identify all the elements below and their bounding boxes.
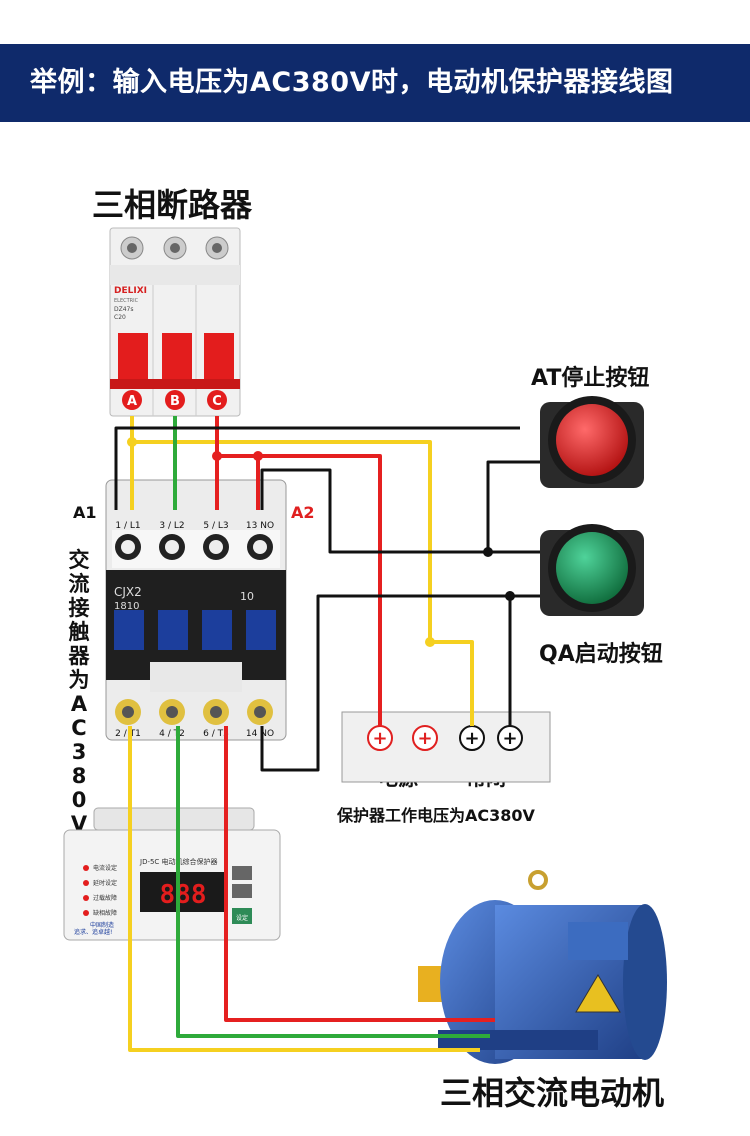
title-banner: 举例：输入电压为AC380V时，电动机保护器接线图 bbox=[0, 44, 750, 122]
terminal-l2: 3 / L2 bbox=[159, 521, 184, 531]
indicator-current: 电流设定 bbox=[93, 864, 117, 872]
phase-a: A bbox=[127, 394, 137, 409]
indicator-delay: 延时设定 bbox=[93, 879, 117, 887]
phase-c: C bbox=[212, 394, 222, 409]
terminal-14no: 14 NO bbox=[246, 729, 274, 739]
stop-button bbox=[540, 396, 644, 488]
protector-brand: 中国制造 bbox=[90, 921, 114, 929]
protector-slogan: 追求、追卓越! bbox=[74, 928, 112, 936]
breaker-toggle-switches bbox=[118, 333, 234, 379]
terminal-t3: 6 / T3 bbox=[203, 729, 229, 739]
breaker-brand: DELIXI bbox=[114, 286, 147, 296]
contactor-model-num: 1810 bbox=[114, 601, 139, 612]
start-button bbox=[540, 524, 644, 616]
indicator-phase: 缺相故障 bbox=[93, 909, 117, 917]
contactor-top-screws bbox=[115, 534, 273, 560]
contactor-aux: 10 bbox=[240, 590, 254, 603]
wire-red-t3 bbox=[224, 726, 495, 1022]
terminal-l3: 5 / L3 bbox=[203, 521, 228, 531]
contactor-bottom-screws bbox=[115, 699, 273, 725]
wire-black-14no bbox=[260, 594, 540, 772]
svg-text:+: + bbox=[417, 728, 432, 749]
phase-b: B bbox=[170, 394, 180, 409]
protector-set-button: 设定 bbox=[236, 914, 248, 922]
motor-label: 三相交流电动机 bbox=[440, 1074, 665, 1112]
wires bbox=[114, 416, 540, 1052]
indicator-overload: 过载故障 bbox=[93, 894, 117, 902]
wire-yellow-t1 bbox=[128, 726, 480, 1052]
contactor-label: 交流接触器为AC380V bbox=[68, 548, 90, 836]
svg-text:+: + bbox=[372, 728, 387, 749]
terminal-t2: 4 / T2 bbox=[159, 729, 185, 739]
motor-protector: JD-5C 电动机综合保护器 888 设定 电流设定 延时设定 过载故障 缺相故… bbox=[63, 807, 281, 941]
protector-terminal-block: + + + + bbox=[341, 711, 551, 783]
breaker-brand-sub: ELECTRIC bbox=[114, 298, 139, 304]
breaker-top-screws bbox=[120, 236, 229, 260]
wire-black-a2 bbox=[260, 460, 540, 554]
terminal-a1-label: A1 bbox=[73, 503, 97, 522]
breaker-phase-terminals: A B C bbox=[122, 390, 227, 410]
terminal-13no: 13 NO bbox=[246, 521, 274, 531]
contactor: CJX2 1810 10 1 / L1 3 / L2 5 / L3 13 NO … bbox=[105, 479, 287, 741]
breaker-label: 三相断路器 bbox=[92, 186, 253, 224]
svg-text:+: + bbox=[464, 728, 479, 749]
wire-red-power1 bbox=[217, 454, 382, 726]
svg-text:+: + bbox=[502, 728, 517, 749]
breaker-rating: C20 bbox=[114, 314, 126, 321]
wire-green-t2 bbox=[176, 726, 490, 1038]
terminal-l1: 1 / L1 bbox=[115, 521, 140, 531]
terminal-a2-label: A2 bbox=[291, 503, 315, 522]
stop-button-label: AT停止按钮 bbox=[531, 366, 650, 391]
circuit-breaker: DELIXI ELECTRIC DZ47s C20 A B C bbox=[109, 227, 241, 417]
breaker-model: DZ47s bbox=[114, 306, 134, 313]
protector-voltage-note: 保护器工作电压为AC380V bbox=[337, 806, 535, 825]
start-button-label: QA启动按钮 bbox=[539, 642, 663, 667]
protector-indicators: 电流设定 延时设定 过载故障 缺相故障 bbox=[83, 864, 117, 917]
contactor-top-terminal-labels: 1 / L1 3 / L2 5 / L3 13 NO bbox=[115, 521, 274, 531]
protector-display: 888 bbox=[160, 880, 207, 910]
page-title: 举例：输入电压为AC380V时，电动机保护器接线图 bbox=[30, 67, 674, 98]
wire-black-a1 bbox=[114, 426, 520, 510]
contactor-model: CJX2 bbox=[114, 585, 142, 599]
